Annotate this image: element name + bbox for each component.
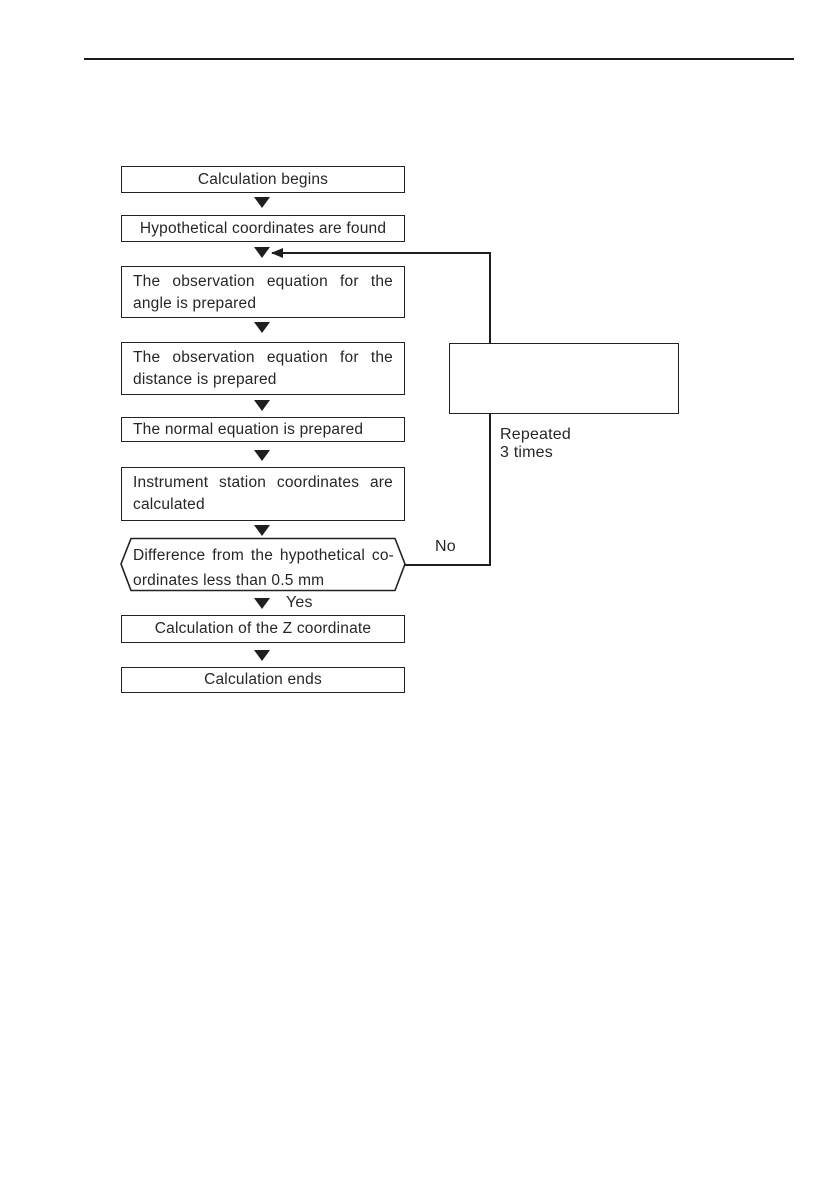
decision-line: Difference from the hypothetical co- <box>133 547 394 564</box>
flow-step-line: calculated <box>133 496 205 513</box>
feedback-line-no <box>405 564 491 566</box>
flow-step-line: angle is prepared <box>133 295 257 312</box>
flow-step-observation-equation-distance: The observation equation for the distanc… <box>121 342 405 395</box>
flow-step-line: Instrument station coordinates are <box>133 474 393 491</box>
flow-step-hypothetical-coordinates: Hypothetical coordinates are found <box>121 215 405 242</box>
decision-line: ordinates less than 0.5 mm <box>133 572 325 589</box>
repeat-note-box <box>449 343 679 414</box>
decision-text: Difference from the hypothetical co- ord… <box>133 543 394 593</box>
flow-step-line: The observation equation for the <box>133 273 393 290</box>
flow-step-z-coordinate: Calculation of the Z coordinate <box>121 615 405 643</box>
arrow-left-icon <box>271 248 283 258</box>
arrow-down-icon <box>254 247 270 258</box>
decision-hexagon <box>120 537 406 592</box>
edge-label-no: No <box>435 538 456 555</box>
flow-step-line: The observation equation for the <box>133 349 393 366</box>
arrow-down-icon <box>254 322 270 333</box>
flow-step-observation-equation-angle: The observation equation for the angle i… <box>121 266 405 318</box>
arrow-down-icon <box>254 525 270 536</box>
arrow-down-icon <box>254 400 270 411</box>
edge-label-yes: Yes <box>286 594 313 611</box>
arrow-down-icon <box>254 598 270 609</box>
flow-step-normal-equation: The normal equation is prepared <box>121 417 405 442</box>
arrow-down-icon <box>254 197 270 208</box>
flow-step-calculation-begins: Calculation begins <box>121 166 405 193</box>
arrow-down-icon <box>254 650 270 661</box>
header-rule <box>84 58 794 60</box>
arrow-down-icon <box>254 450 270 461</box>
flow-step-calculation-ends: Calculation ends <box>121 667 405 693</box>
flow-step-instrument-station-coordinates: Instrument station coordinates are calcu… <box>121 467 405 521</box>
flow-step-line: distance is prepared <box>133 371 277 388</box>
repeat-note-label: Repeated 3 times <box>500 426 571 461</box>
feedback-line-top <box>272 252 491 254</box>
